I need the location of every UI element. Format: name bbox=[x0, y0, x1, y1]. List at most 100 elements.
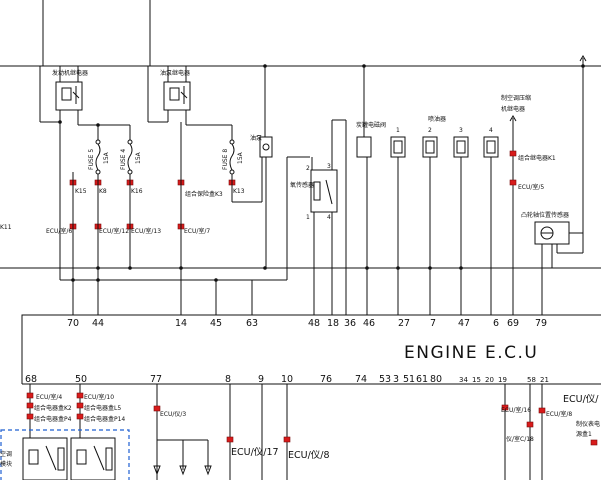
right-label-2: 源盒1 bbox=[576, 430, 592, 438]
fuse8-rating: 15A bbox=[237, 151, 244, 164]
conn-p14-label: 组合电器盒P14 bbox=[84, 415, 125, 423]
pin-bottom-11: 51 bbox=[403, 374, 415, 385]
k16-label: K16 bbox=[131, 188, 143, 195]
distribution-bus bbox=[78, 123, 233, 140]
ref-ecu-i8: ECU/仪/8 bbox=[288, 450, 330, 461]
oxygen-sensor: 氧传感器 2 3 1 4 bbox=[290, 119, 347, 315]
pin-top-3: 14 bbox=[175, 318, 187, 329]
cam-sensor-label: 凸轮轴位置传感器 bbox=[521, 211, 569, 219]
injectors: 喷油器 1 2 3 4 bbox=[390, 115, 499, 315]
ac-relay: 制空调压缩 机继电器 组合继电器K1 ECU/室/5 bbox=[501, 94, 556, 315]
pin-top-2: 44 bbox=[92, 318, 104, 329]
top-bus bbox=[0, 0, 601, 67]
fuse8-label: FUSE 8 bbox=[222, 149, 229, 170]
ref-ecu-b7: ECU/室/7 bbox=[184, 227, 210, 235]
pin-bottom-6: 10 bbox=[281, 374, 293, 385]
oil-pump-label: 油泵 bbox=[250, 134, 262, 142]
lower-relay-modules: 空调 模块 bbox=[0, 429, 130, 480]
k15-label: K15 bbox=[75, 188, 87, 195]
k11-label: K11 bbox=[0, 224, 12, 231]
fuse-8: FUSE 8 15A bbox=[222, 139, 244, 175]
fuse4-rating: 15A bbox=[135, 151, 142, 164]
pin-top-11: 7 bbox=[430, 318, 436, 329]
ref-ecu-b16: ECU/室/16 bbox=[501, 406, 531, 414]
o2-pin1: 1 bbox=[306, 214, 310, 221]
pin-top-15: 79 bbox=[535, 318, 547, 329]
pin-top-12: 47 bbox=[458, 318, 470, 329]
o2-pin2: 2 bbox=[306, 165, 310, 172]
k8-label: K8 bbox=[99, 188, 107, 195]
o2-pin4: 4 bbox=[327, 214, 331, 221]
fuse5-label: FUSE 5 bbox=[88, 149, 95, 170]
conn-k1-label: 组合继电器K1 bbox=[518, 154, 556, 162]
pin-top-8: 36 bbox=[344, 318, 356, 329]
pin-bottom-1: 68 bbox=[25, 374, 37, 385]
o2-pin3: 3 bbox=[327, 163, 331, 170]
pin-bottom-10: 3 bbox=[393, 374, 399, 385]
ref-ecu-b4: ECU/室/4 bbox=[36, 393, 62, 401]
mid-bus bbox=[0, 156, 601, 282]
pin-bottom-5: 9 bbox=[258, 374, 264, 385]
pin-bottom-7: 76 bbox=[320, 374, 332, 385]
conn-l5-label: 组合电器盒L5 bbox=[84, 404, 121, 412]
ac-relay-line2: 机继电器 bbox=[501, 105, 525, 113]
k13-label: K13 bbox=[233, 188, 245, 195]
fuse4-label: FUSE 4 bbox=[120, 149, 127, 170]
ref-ecu-b6: ECU/室/6 bbox=[46, 227, 72, 235]
oxygen-sensor-label: 氧传感器 bbox=[290, 181, 314, 189]
fuse-5: FUSE 5 15A bbox=[88, 139, 110, 175]
pump-relay-label: 油泵继电器 bbox=[160, 69, 190, 77]
pin-bottom-8: 74 bbox=[355, 374, 367, 385]
pin-bottom-17: 19 bbox=[498, 376, 507, 384]
pin-bottom-12: 61 bbox=[416, 374, 428, 385]
pin-top-5: 63 bbox=[246, 318, 258, 329]
ref-ecu-b13: ECU/室/13 bbox=[131, 227, 161, 235]
ref-ecu-i-right: ECU/仪/ bbox=[563, 394, 599, 405]
conn-k2-label: 组合电器盒K2 bbox=[34, 404, 72, 412]
left-module-1: 空调 bbox=[0, 450, 12, 458]
conn-k3-label: 组合保险盒K3 bbox=[185, 190, 223, 198]
pin-bottom-9: 53 bbox=[379, 374, 391, 385]
pin-top-7: 18 bbox=[327, 318, 339, 329]
right-label-1: 制仪表电 bbox=[576, 420, 600, 428]
down-wires bbox=[59, 122, 263, 315]
pin-top-13: 6 bbox=[493, 318, 499, 329]
ac-relay-line1: 制空调压缩 bbox=[501, 94, 531, 102]
pin-top-1: 70 bbox=[67, 318, 79, 329]
ref-ecu-b5: ECU/室/5 bbox=[518, 183, 544, 191]
connector-markers: K15 K8 K16 组合保险盒K3 K13 ECU/室/6 ECU/室/12 … bbox=[0, 179, 245, 235]
bottom-pins: 68 50 77 8 9 10 76 74 53 3 51 61 80 34 1… bbox=[25, 374, 549, 385]
pin-bottom-19: 21 bbox=[540, 376, 549, 384]
pin-bottom-3: 77 bbox=[150, 374, 162, 385]
inj-4-label: 4 bbox=[489, 127, 493, 134]
pin-bottom-13: 80 bbox=[430, 374, 442, 385]
engine-relay: 发动机继电器 bbox=[39, 66, 88, 125]
ref-ecu-b12: ECU/室/12 bbox=[99, 227, 129, 235]
engine-relay-label: 发动机继电器 bbox=[52, 69, 88, 77]
top-pins: 70 44 14 45 63 48 18 36 46 27 7 47 6 69 … bbox=[67, 318, 547, 329]
inj-2-label: 2 bbox=[428, 127, 432, 134]
pin-top-14: 69 bbox=[507, 318, 519, 329]
pin-top-6: 48 bbox=[308, 318, 320, 329]
pin-bottom-2: 50 bbox=[75, 374, 87, 385]
pin-top-9: 46 bbox=[363, 318, 375, 329]
left-module-2: 模块 bbox=[0, 460, 12, 468]
pin-bottom-16: 20 bbox=[485, 376, 494, 384]
pin-top-4: 45 bbox=[210, 318, 222, 329]
ref-inst: 仪/室C/18 bbox=[506, 435, 534, 443]
canister-valve: 炭罐电磁阀 bbox=[356, 64, 386, 315]
ecu-title: ENGINE E.C.U bbox=[404, 343, 538, 363]
pin-bottom-14: 34 bbox=[459, 376, 468, 384]
inj-3-label: 3 bbox=[459, 127, 463, 134]
canister-valve-label: 炭罐电磁阀 bbox=[356, 121, 386, 129]
conn-p4-label: 组合电器盒P4 bbox=[34, 415, 72, 423]
pump-relay: 油泵继电器 bbox=[147, 66, 191, 125]
pin-bottom-15: 15 bbox=[472, 376, 481, 384]
pin-bottom-18: 58 bbox=[527, 376, 536, 384]
ref-ecu-i3: ECU/仪/3 bbox=[160, 411, 186, 418]
cam-sensor: 凸轮轴位置传感器 bbox=[521, 55, 587, 315]
injectors-label: 喷油器 bbox=[428, 115, 446, 123]
fuse-4: FUSE 4 15A bbox=[120, 139, 142, 175]
ref-ecu-b8: ECU/室/8 bbox=[546, 410, 572, 418]
